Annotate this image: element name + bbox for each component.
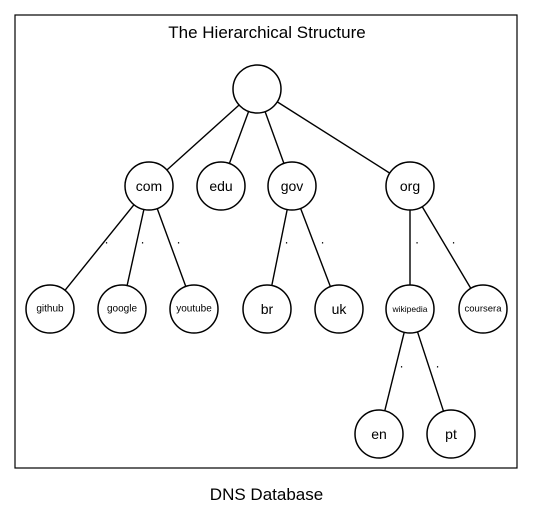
node-youtube: youtube: [169, 284, 219, 334]
separator-dot-en: .: [400, 356, 404, 371]
diagram-title: The Hierarchical Structure: [168, 23, 365, 42]
root-node-circle: [232, 64, 282, 114]
node-pt: pt: [426, 409, 476, 459]
com-node-circle: [124, 161, 174, 211]
edge-com-github: [64, 204, 135, 291]
google-node-circle: [97, 284, 147, 334]
node-en: en: [354, 409, 404, 459]
coursera-node-circle: [458, 284, 508, 334]
separator-dot-youtube: .: [177, 232, 181, 247]
edge-root-gov: [264, 111, 285, 164]
node-br: br: [242, 284, 292, 334]
edge-gov-br: [271, 209, 288, 286]
wikipedia-node-label: wikipedia: [392, 304, 428, 314]
separator-dots-layer: .........: [105, 232, 456, 371]
edu-node-circle: [196, 161, 246, 211]
edge-wikipedia-en: [384, 332, 405, 411]
edge-com-google: [126, 209, 145, 286]
edge-root-com: [166, 104, 240, 171]
org-node-label: org: [400, 178, 420, 194]
separator-dot-github: .: [105, 232, 109, 247]
node-gov: gov: [267, 161, 317, 211]
br-node-circle: [242, 284, 292, 334]
uk-node-circle: [314, 284, 364, 334]
pt-node-label: pt: [445, 426, 457, 442]
edge-root-edu: [228, 111, 250, 164]
edu-node-label: edu: [209, 178, 232, 194]
org-node-circle: [385, 161, 435, 211]
github-node-label: github: [36, 304, 64, 315]
node-coursera: coursera: [458, 284, 508, 334]
edge-wikipedia-pt: [416, 331, 445, 412]
root-node: [232, 64, 282, 114]
node-uk: uk: [314, 284, 364, 334]
edges-layer: [64, 101, 472, 412]
pt-node-circle: [426, 409, 476, 459]
node-github: github: [25, 284, 75, 334]
node-google: google: [97, 284, 147, 334]
separator-dot-google: .: [141, 232, 145, 247]
node-com: com: [124, 161, 174, 211]
edge-root-org: [276, 101, 391, 174]
separator-dot-wikipedia: .: [415, 232, 419, 247]
coursera-node-label: coursera: [465, 304, 503, 315]
wikipedia-node-circle: [385, 284, 435, 334]
github-node-circle: [25, 284, 75, 334]
gov-node-circle: [267, 161, 317, 211]
edge-org-coursera: [421, 206, 472, 289]
uk-node-label: uk: [332, 301, 348, 317]
diagram-frame: [14, 14, 518, 469]
separator-dot-coursera: .: [452, 232, 456, 247]
diagram-caption: DNS Database: [209, 485, 324, 504]
separator-dot-br: .: [285, 232, 289, 247]
separator-dot-uk: .: [321, 232, 325, 247]
google-node-label: google: [107, 304, 137, 315]
node-org: org: [385, 161, 435, 211]
youtube-node-label: youtube: [176, 304, 212, 315]
separator-dot-pt: .: [436, 356, 440, 371]
en-node-label: en: [371, 426, 387, 442]
node-wikipedia: wikipedia: [385, 284, 435, 334]
node-edu: edu: [196, 161, 246, 211]
youtube-node-circle: [169, 284, 219, 334]
com-node-label: com: [136, 178, 162, 194]
en-node-circle: [354, 409, 404, 459]
br-node-label: br: [261, 301, 274, 317]
gov-node-label: gov: [281, 178, 304, 194]
nodes-layer: com edu gov org github google youtube br uk wikip…: [25, 64, 508, 459]
edge-gov-uk: [299, 208, 332, 287]
edge-com-youtube: [156, 208, 187, 287]
